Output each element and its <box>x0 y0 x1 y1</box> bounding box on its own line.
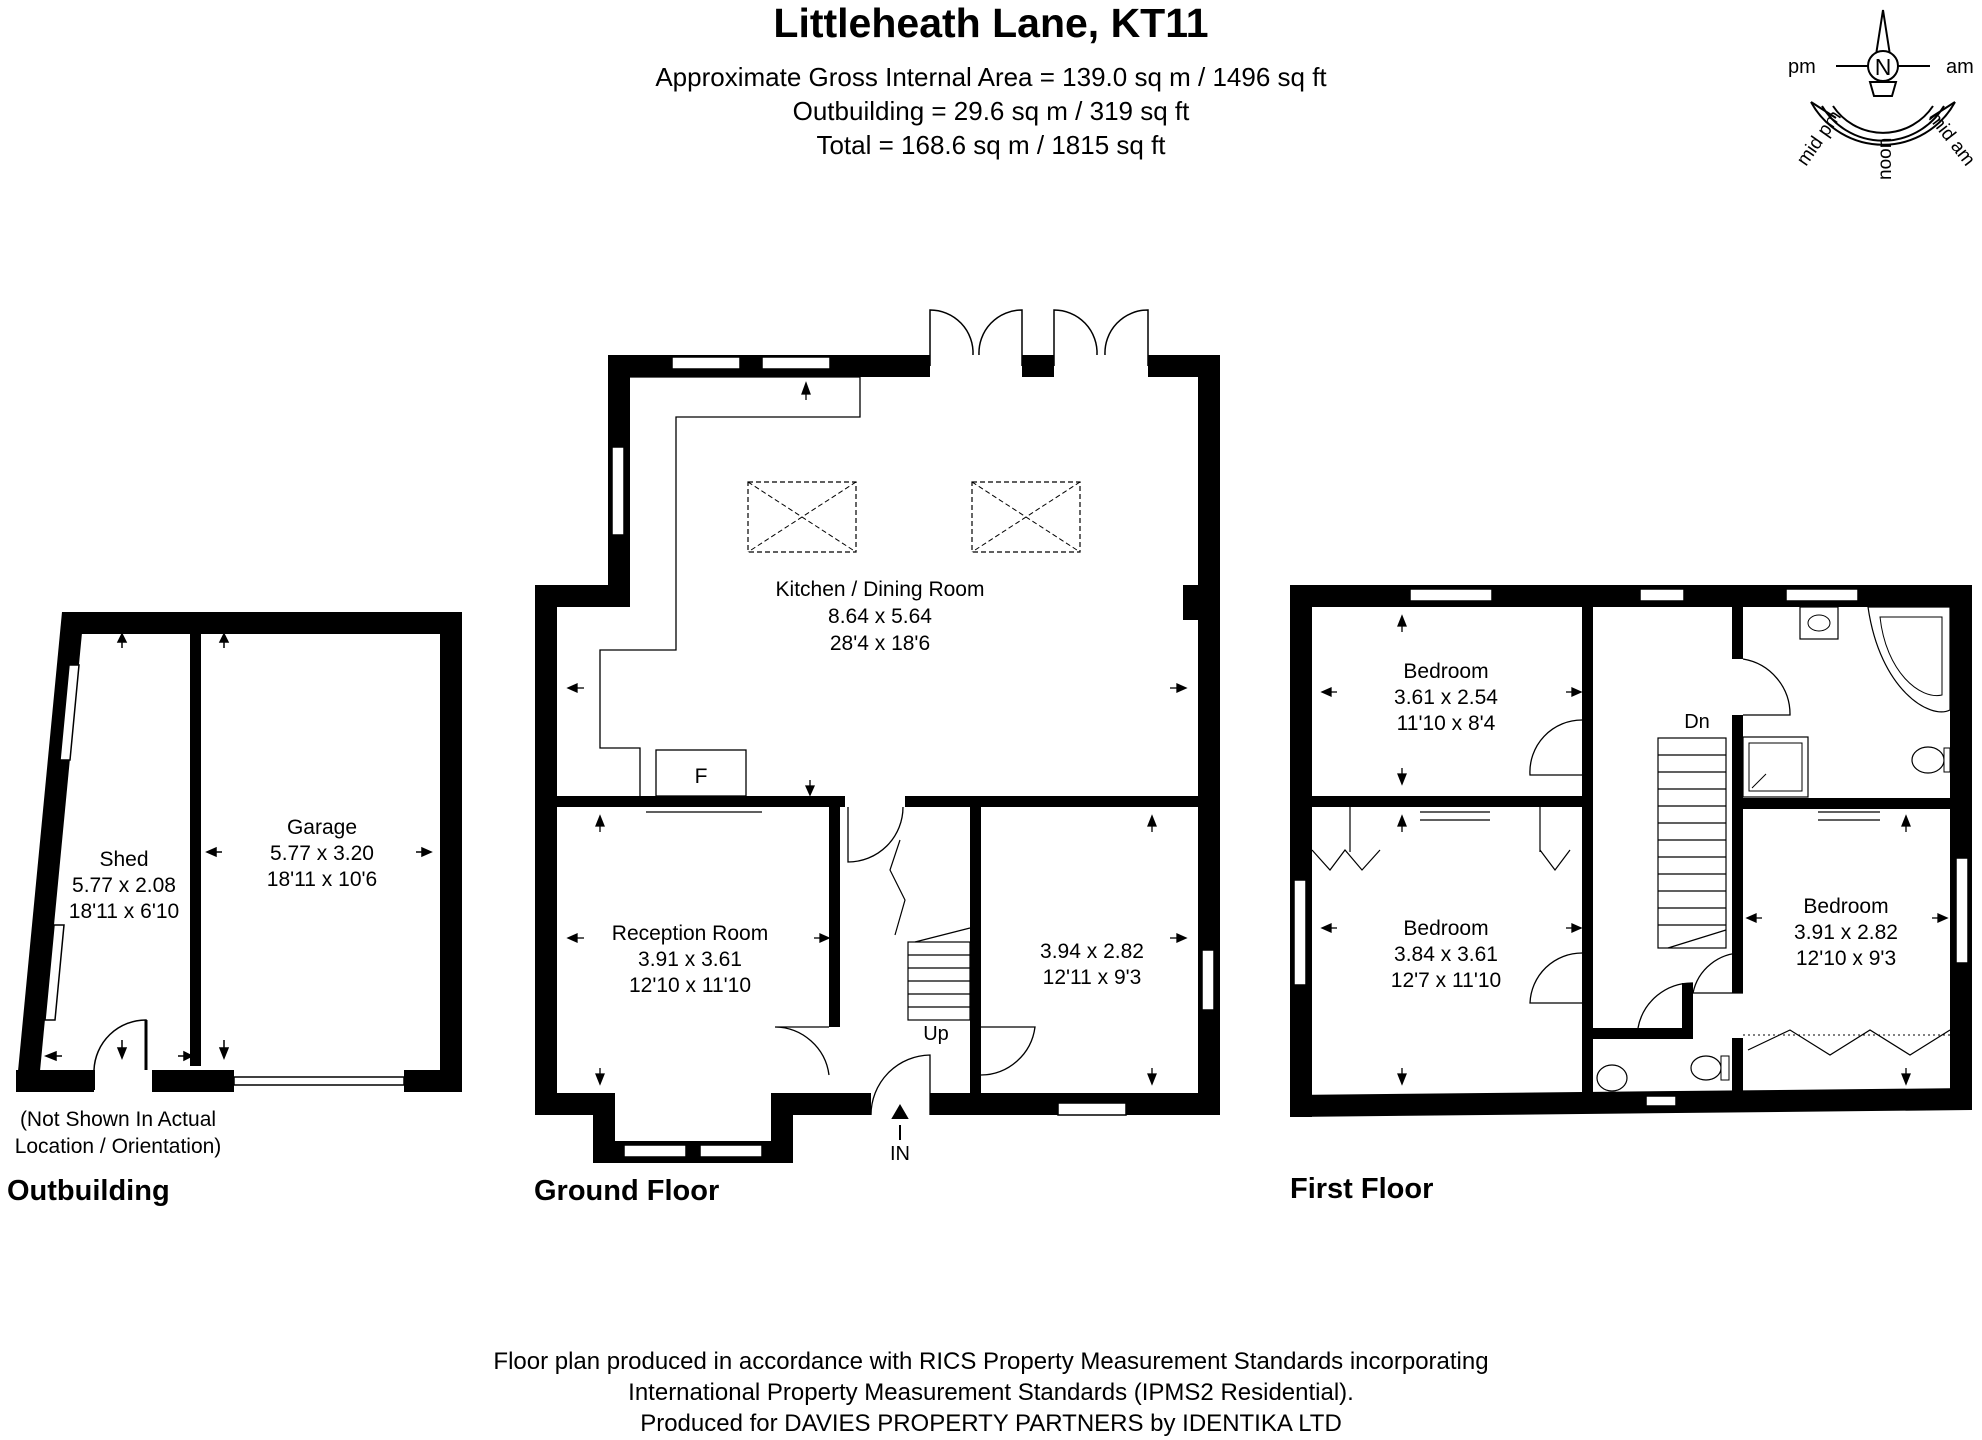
bathroom-toilet-icon <box>1911 746 1945 774</box>
shed-imperial: 18'11 x 6'10 <box>69 900 179 923</box>
front-room-metric: 3.94 x 2.82 <box>1040 940 1144 963</box>
main-bedroom-wardrobe-right <box>1539 849 1571 871</box>
kitchen-name: Kitchen / Dining Room <box>776 578 985 601</box>
shower-tray-icon <box>1742 736 1809 798</box>
compass-am-label: am <box>1946 56 1974 78</box>
total-area-text: Total = 168.6 sq m / 1815 sq ft <box>816 130 1166 160</box>
front-room-imperial: 12'11 x 9'3 <box>1043 966 1142 989</box>
first-floor-stairs <box>1657 737 1727 949</box>
basin-icon <box>1799 606 1839 640</box>
first-floor-label: First Floor <box>1290 1173 1434 1205</box>
main-bedroom-door <box>1529 952 1583 1004</box>
bathroom-window <box>1785 588 1859 602</box>
outbuilding-area-text: Outbuilding = 29.6 sq m / 319 sq ft <box>792 96 1190 126</box>
front-bedroom-name: Bedroom <box>1803 895 1888 918</box>
rear-bedroom-window <box>1409 588 1493 602</box>
wc-basin-icon <box>1596 1064 1628 1092</box>
french-door-left <box>929 309 974 366</box>
main-bedroom-name: Bedroom <box>1403 917 1488 940</box>
bathroom-door <box>1742 658 1791 716</box>
wc-toilet-icon <box>1690 1055 1722 1081</box>
ground-floor-label: Ground Floor <box>534 1175 720 1207</box>
front-bedroom-imperial: 12'10 x 9'3 <box>1796 947 1896 970</box>
kitchen-imperial: 28'4 x 18'6 <box>830 632 930 655</box>
compass-rose: N pm am mid pm noon mid am <box>1788 9 1979 180</box>
corner-bath-icon <box>1867 606 1951 713</box>
entrance-arrow-icon <box>891 1104 909 1140</box>
main-bedroom-imperial: 12'7 x 11'10 <box>1391 969 1501 992</box>
reception-door <box>774 1026 830 1076</box>
ground-stairs <box>907 927 971 1021</box>
garage-metric: 5.77 x 3.20 <box>270 842 374 865</box>
compass-mid-am-label: mid am <box>1924 108 1979 170</box>
outbuilding-note-line1: (Not Shown In Actual <box>19 1108 217 1131</box>
first-floor-plan: Dn Bedroom 3.61 x 2.54 11'10 x 8'4 Bedro… <box>1290 585 1972 1117</box>
front-room-door <box>980 1026 1036 1076</box>
footer-rics-line: Floor plan produced in accordance with R… <box>493 1348 1489 1375</box>
reception-name: Reception Room <box>612 922 768 945</box>
garage-name: Garage <box>287 816 357 839</box>
fireplace <box>655 749 747 797</box>
entrance-label: IN <box>890 1143 910 1165</box>
kitchen-window-2 <box>761 356 831 370</box>
main-bedroom-wardrobe-left <box>1311 849 1381 871</box>
entrance-door <box>870 1054 931 1116</box>
bay-window-2 <box>699 1144 763 1158</box>
wc-door <box>1637 982 1694 1029</box>
shed-door <box>93 1019 147 1071</box>
main-bedroom-metric: 3.84 x 3.61 <box>1394 943 1498 966</box>
reception-imperial: 12'10 x 11'10 <box>629 974 751 997</box>
shed-name: Shed <box>99 848 148 871</box>
hall-kitchen-door <box>847 806 904 863</box>
shed-window-upper <box>59 664 80 761</box>
shed-window-lower <box>44 924 65 1021</box>
fireplace-label: F <box>695 765 708 788</box>
ground-stairs-label: Up <box>923 1023 949 1045</box>
front-room-window <box>1057 1102 1127 1116</box>
front-bedroom-wardrobe <box>1747 1029 1951 1056</box>
main-bedroom-window <box>1293 879 1307 986</box>
ground-floor-plan: F Up IN <box>535 309 1220 1165</box>
shed-metric: 5.77 x 2.08 <box>72 874 176 897</box>
gross-area-text: Approximate Gross Internal Area = 139.0 … <box>655 62 1327 92</box>
rear-bedroom-metric: 3.61 x 2.54 <box>1394 686 1498 709</box>
front-room-side-window <box>1201 949 1215 1011</box>
front-bedroom-window <box>1955 857 1969 964</box>
reception-metric: 3.91 x 3.61 <box>638 948 742 971</box>
front-bedroom-metric: 3.91 x 2.82 <box>1794 921 1898 944</box>
landing-window <box>1639 588 1685 602</box>
rear-bedroom-name: Bedroom <box>1403 660 1488 683</box>
rear-bedroom-imperial: 11'10 x 8'4 <box>1397 712 1496 735</box>
bay-window-1 <box>623 1144 687 1158</box>
first-floor-stairs-label: Dn <box>1684 711 1710 733</box>
compass-noon-label: noon <box>1875 138 1896 180</box>
outbuilding-note-line2: Location / Orientation) <box>14 1135 222 1158</box>
plan-title: Littleheath Lane, KT11 <box>773 0 1209 46</box>
north-arrow-icon <box>1874 9 1892 56</box>
outbuilding-plan: Shed 5.77 x 2.08 18'11 x 6'10 Garage 5.7… <box>16 612 462 1092</box>
kitchen-metric: 8.64 x 5.64 <box>828 605 932 628</box>
outbuilding-label: Outbuilding <box>7 1175 170 1207</box>
compass-mid-pm-label: mid pm <box>1793 107 1846 170</box>
rear-bedroom-door <box>1529 719 1583 776</box>
front-bedroom-door <box>1692 952 1744 994</box>
compass-pm-label: pm <box>1788 56 1816 78</box>
garage-imperial: 18'11 x 10'6 <box>267 868 377 891</box>
kitchen-side-window <box>611 446 625 536</box>
french-door-right <box>1053 309 1098 366</box>
compass-north-label: N <box>1875 54 1892 80</box>
footer-ipms-line: International Property Measurement Stand… <box>628 1379 1354 1406</box>
garage-door <box>233 1076 405 1086</box>
wc-window <box>1645 1095 1677 1107</box>
kitchen-window-1 <box>671 356 741 370</box>
footer-producer-line: Produced for DAVIES PROPERTY PARTNERS by… <box>640 1410 1342 1437</box>
